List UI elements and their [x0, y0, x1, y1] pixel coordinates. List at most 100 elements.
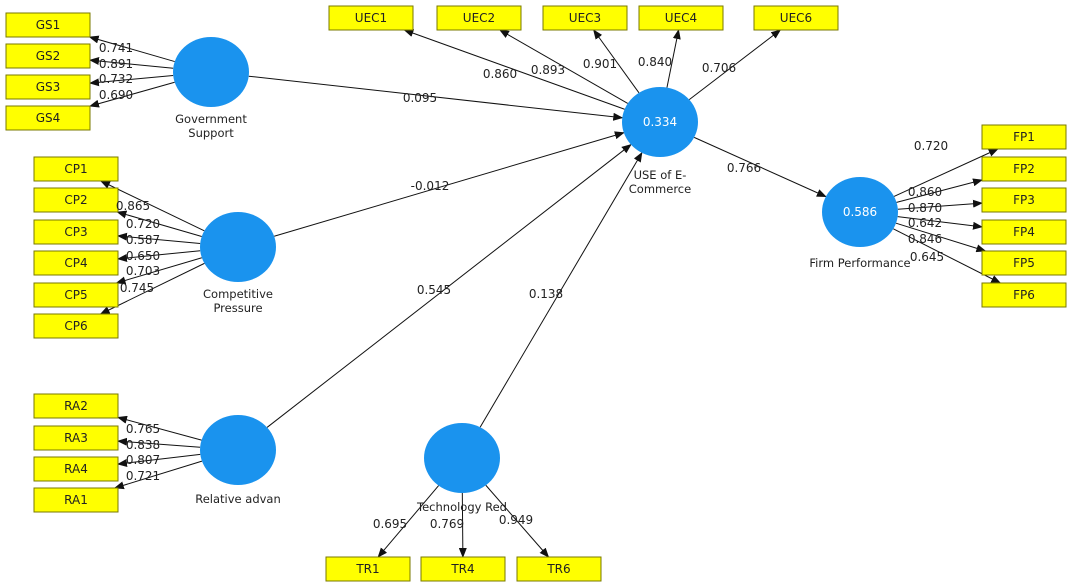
construct-ellipse	[200, 212, 276, 282]
loading-value-cp6: 0.745	[120, 281, 154, 295]
indicator-fp4[interactable]: FP4	[981, 219, 1067, 245]
construct-fp[interactable]: 0.586	[822, 177, 898, 247]
construct-ellipse	[173, 37, 249, 107]
loading-value-fp3: 0.870	[908, 201, 942, 215]
indicator-label: GS4	[36, 111, 61, 125]
loading-arrow-fp5	[895, 222, 987, 253]
indicator-box	[981, 187, 1067, 213]
indicator-gs2[interactable]: GS2	[5, 43, 91, 69]
indicator-box	[5, 74, 91, 100]
loading-value-uec3: 0.901	[583, 57, 617, 71]
indicator-box	[5, 43, 91, 69]
indicator-fp3[interactable]: FP3	[981, 187, 1067, 213]
indicator-uec3[interactable]: UEC3	[542, 5, 628, 31]
path-coefficient-ra-to-uec: 0.545	[417, 283, 451, 297]
path-coefficient-gs-to-uec: 0.095	[403, 91, 437, 105]
loading-arrow-uec4	[666, 29, 681, 88]
loading-value-tr4: 0.769	[430, 517, 464, 531]
indicator-box	[436, 5, 522, 31]
path-coefficient-tr-to-uec: 0.138	[529, 287, 563, 301]
indicator-fp2[interactable]: FP2	[981, 156, 1067, 182]
indicator-cp5[interactable]: CP5	[33, 282, 119, 308]
construct-ra[interactable]	[200, 415, 276, 485]
indicator-box	[325, 556, 411, 582]
indicator-uec6[interactable]: UEC6	[753, 5, 839, 31]
indicator-label: TR6	[546, 562, 570, 576]
loading-arrow-cp5	[115, 257, 202, 285]
loading-arrow-gs2	[89, 57, 174, 69]
indicator-box	[328, 5, 414, 31]
loading-value-cp3: 0.587	[126, 233, 160, 247]
indicator-gs4[interactable]: GS4	[5, 105, 91, 131]
indicator-label: CP1	[64, 162, 87, 176]
construct-ellipse	[622, 87, 698, 157]
loading-arrow-ra4	[117, 453, 201, 467]
loading-value-uec6: 0.706	[702, 61, 736, 75]
indicator-label: RA4	[64, 462, 88, 476]
indicator-gs1[interactable]: GS1	[5, 12, 91, 38]
loading-value-ra2: 0.765	[126, 422, 160, 436]
loading-arrow-uec3	[593, 29, 640, 94]
indicator-uec1[interactable]: UEC1	[328, 5, 414, 31]
indicator-uec4[interactable]: UEC4	[638, 5, 724, 31]
indicator-cp6[interactable]: CP6	[33, 313, 119, 339]
indicator-fp6[interactable]: FP6	[981, 282, 1067, 308]
construct-tr[interactable]	[424, 423, 500, 493]
indicator-ra1[interactable]: RA1	[33, 487, 119, 513]
indicator-box	[5, 12, 91, 38]
loading-value-gs2: 0.891	[99, 57, 133, 71]
path-arrow-cp-to-uec	[274, 131, 625, 237]
indicator-tr6[interactable]: TR6	[516, 556, 602, 582]
indicator-box	[33, 250, 119, 276]
path-arrow-ra-to-uec	[266, 143, 632, 428]
indicator-tr1[interactable]: TR1	[325, 556, 411, 582]
construct-uec[interactable]: 0.334	[622, 87, 698, 157]
loading-arrow-ra3	[117, 437, 201, 448]
path-arrow-tr-to-uec	[479, 151, 643, 428]
indicator-label: GS2	[36, 49, 61, 63]
construct-ellipse	[200, 415, 276, 485]
loading-arrow-tr4	[458, 492, 467, 558]
indicator-box	[33, 425, 119, 451]
indicator-label: GS3	[36, 80, 61, 94]
indicator-fp5[interactable]: FP5	[981, 250, 1067, 276]
loading-value-ra3: 0.838	[126, 438, 160, 452]
loading-arrow-tr1	[377, 485, 440, 558]
loading-arrow-fp3	[897, 199, 983, 210]
indicator-box	[33, 156, 119, 182]
indicator-ra3[interactable]: RA3	[33, 425, 119, 451]
indicator-ra4[interactable]: RA4	[33, 456, 119, 482]
indicator-fp1[interactable]: FP1	[981, 124, 1067, 150]
path-arrow-gs-to-uec	[248, 75, 624, 121]
indicator-tr4[interactable]: TR4	[420, 556, 506, 582]
indicator-cp2[interactable]: CP2	[33, 187, 119, 213]
construct-label: Commerce	[629, 182, 691, 196]
indicator-label: RA1	[64, 493, 88, 507]
indicator-label: FP6	[1013, 288, 1035, 302]
loading-value-tr6: 0.949	[499, 513, 533, 527]
loading-arrow-gs1	[88, 35, 175, 63]
loading-value-cp4: 0.650	[126, 249, 160, 263]
indicator-label: TR4	[450, 562, 474, 576]
loading-arrow-cp3	[117, 232, 201, 244]
indicator-box	[542, 5, 628, 31]
loading-arrow-uec1	[403, 29, 625, 110]
indicator-label: UEC6	[780, 11, 812, 25]
construct-gs[interactable]	[173, 37, 249, 107]
indicator-box	[981, 282, 1067, 308]
construct-cp[interactable]	[200, 212, 276, 282]
indicator-label: RA3	[64, 431, 88, 445]
indicator-cp4[interactable]: CP4	[33, 250, 119, 276]
indicator-label: FP5	[1013, 256, 1035, 270]
indicator-uec2[interactable]: UEC2	[436, 5, 522, 31]
indicator-label: CP6	[64, 319, 87, 333]
indicator-label: UEC2	[463, 11, 495, 25]
indicator-ra2[interactable]: RA2	[33, 393, 119, 419]
loading-value-fp4: 0.642	[908, 216, 942, 230]
indicator-box	[981, 124, 1067, 150]
indicator-box	[33, 487, 119, 513]
indicator-cp1[interactable]: CP1	[33, 156, 119, 182]
indicator-gs3[interactable]: GS3	[5, 74, 91, 100]
indicator-box	[33, 393, 119, 419]
indicator-cp3[interactable]: CP3	[33, 219, 119, 245]
